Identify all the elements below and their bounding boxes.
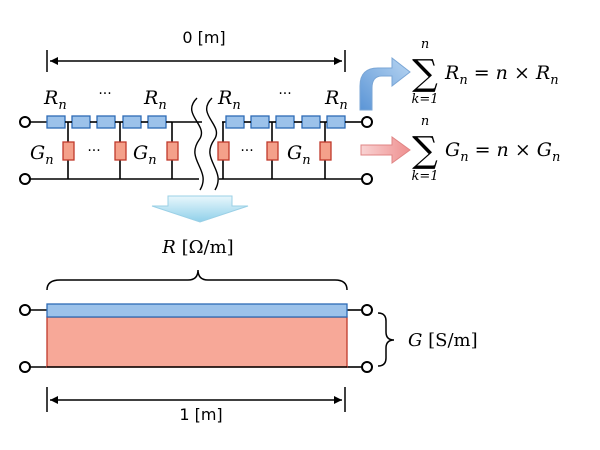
svg-text:n: n bbox=[421, 114, 429, 129]
sum-g-formula: n ∑ k=1 Gn = n × Gn bbox=[411, 114, 560, 184]
resistor-label: Rn bbox=[43, 87, 67, 113]
svg-text:G [S/m]: G [S/m] bbox=[408, 330, 478, 351]
svg-text:R [Ω/m]: R [Ω/m] bbox=[161, 237, 233, 258]
svg-text:Gn = n × Gn: Gn = n × Gn bbox=[445, 139, 560, 165]
conductance-ellipsis: ··· bbox=[87, 143, 100, 159]
conductance-ellipsis: ··· bbox=[240, 143, 253, 159]
distributed-resistance-strip bbox=[46, 303, 348, 318]
resistor-ellipsis: ··· bbox=[278, 86, 291, 102]
conductance-label: Gn bbox=[30, 142, 54, 168]
conductance-label: Gn bbox=[133, 142, 157, 168]
svg-text:n: n bbox=[421, 37, 429, 52]
distributed-conductance-block bbox=[46, 316, 348, 368]
conductance-labels: Gn ··· Gn ··· Gn bbox=[30, 142, 311, 168]
sum-g-arrow bbox=[360, 136, 411, 164]
right-brace bbox=[377, 312, 395, 367]
bottom-length-label: 1 [m] bbox=[179, 405, 222, 424]
resistor-label: Rn bbox=[217, 87, 241, 113]
resistor-chain bbox=[46, 115, 346, 129]
top-brace bbox=[46, 269, 348, 291]
svg-text:∑: ∑ bbox=[412, 53, 438, 94]
resistor-label: Rn bbox=[143, 87, 167, 113]
sum-r-arrow bbox=[359, 56, 411, 111]
terminals-top bbox=[19, 116, 373, 185]
sum-r-formula: n ∑ k=1 Rn = n × Rn bbox=[411, 37, 558, 107]
resistor-label: Rn bbox=[324, 87, 348, 113]
g-per-length-label: G [S/m] bbox=[408, 330, 478, 351]
break-symbol bbox=[190, 97, 219, 191]
bottom-length-dimension: 1 [m] bbox=[46, 387, 346, 426]
top-wires bbox=[30, 121, 362, 180]
svg-text:k=1: k=1 bbox=[411, 169, 438, 184]
r-per-length-label: R [Ω/m] bbox=[161, 237, 233, 258]
svg-text:∑: ∑ bbox=[412, 130, 438, 171]
resistor-ellipsis: ··· bbox=[98, 86, 111, 102]
conductance-elements bbox=[62, 141, 332, 161]
transition-arrow bbox=[151, 195, 249, 223]
svg-text:Rn = n × Rn: Rn = n × Rn bbox=[444, 62, 559, 88]
continuous-line bbox=[30, 303, 362, 368]
conductance-label: Gn bbox=[287, 142, 311, 168]
top-length-label: 0 [m] bbox=[182, 28, 225, 47]
resistor-labels: Rn ··· Rn Rn ··· Rn bbox=[43, 86, 348, 113]
top-length-dimension: 0 [m] bbox=[46, 26, 346, 72]
svg-text:k=1: k=1 bbox=[411, 92, 438, 107]
terminals-bottom bbox=[19, 304, 373, 373]
